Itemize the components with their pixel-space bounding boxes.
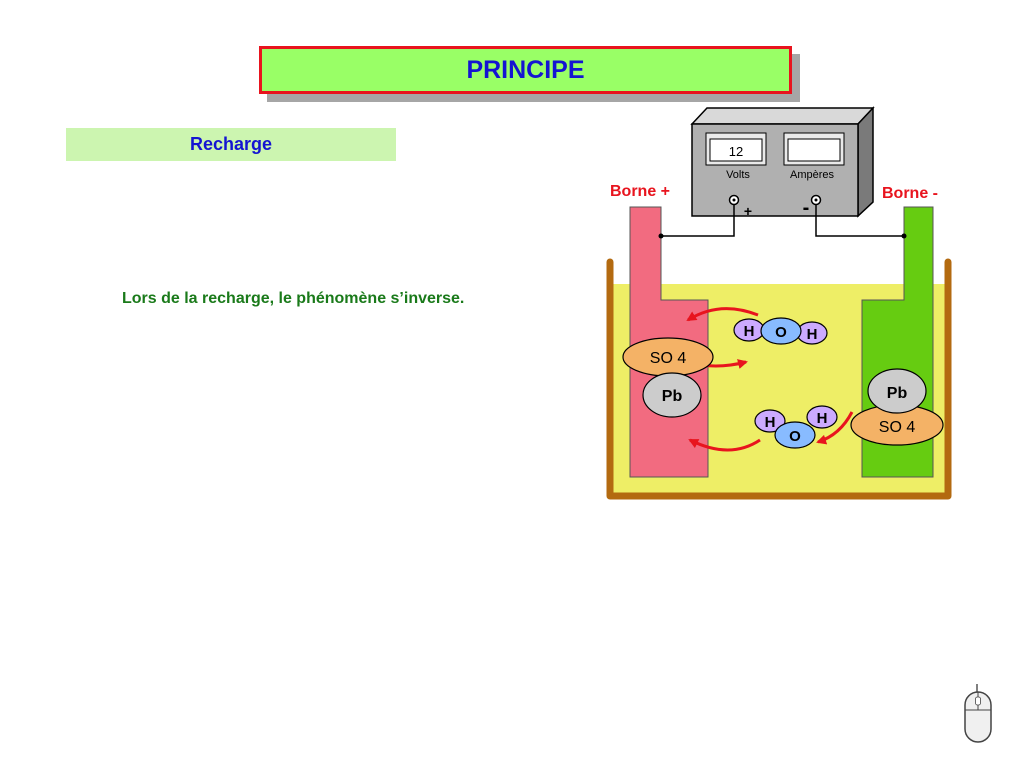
oxygen-label: O xyxy=(775,324,787,341)
section-header: Recharge xyxy=(66,128,396,161)
hydrogen-label: H xyxy=(765,414,776,431)
volts-display xyxy=(709,138,763,162)
mouse-icon[interactable] xyxy=(964,684,992,743)
oxygen-atom xyxy=(760,317,802,345)
hydrogen-label: H xyxy=(744,323,755,340)
description-text: Lors de la recharge, le phénomène s’inve… xyxy=(122,290,465,307)
hydrogen-label: H xyxy=(807,326,818,343)
title-box: PRINCIPE xyxy=(259,46,792,94)
negative-ions: Pb SO 4 xyxy=(850,368,944,446)
arrow-top-left xyxy=(686,307,759,322)
plus-sign: + xyxy=(744,203,752,219)
oxygen-label: O xyxy=(789,428,801,445)
hydrogen-atom xyxy=(754,409,786,433)
battery-tank xyxy=(606,258,952,500)
meter-side-face xyxy=(857,106,874,218)
meter-top-face xyxy=(690,107,875,125)
water-molecule-top: H H O xyxy=(733,317,828,345)
sulfate-label: SO 4 xyxy=(879,419,916,436)
amperes-display xyxy=(787,138,841,162)
hydrogen-label: H xyxy=(817,410,828,427)
sulfate-label: SO 4 xyxy=(650,350,687,367)
oxygen-atom xyxy=(774,421,816,449)
lead-atom xyxy=(867,368,927,414)
arrow-so4-in xyxy=(816,411,854,445)
arrow-bottom-left xyxy=(688,438,761,452)
hydrogen-atom xyxy=(806,405,838,429)
positive-terminal-label: Borne + xyxy=(610,183,670,200)
water-molecule-bottom: H H O xyxy=(754,405,838,449)
amperes-label: Ampères xyxy=(790,169,835,181)
lead-label: Pb xyxy=(662,388,683,405)
negative-terminal-label: Borne - xyxy=(882,185,938,202)
page-title: PRINCIPE xyxy=(466,55,585,84)
positive-ions: SO 4 Pb xyxy=(622,337,714,418)
lead-atom xyxy=(642,372,702,418)
volts-value: 12 xyxy=(729,144,743,159)
negative-wire xyxy=(815,205,904,237)
volts-label: Volts xyxy=(726,169,750,181)
section-title: Recharge xyxy=(189,134,273,154)
positive-wire xyxy=(661,205,735,237)
minus-sign: - xyxy=(803,197,810,219)
lead-label: Pb xyxy=(887,385,908,402)
voltmeter: 12 Volts Ampères + - xyxy=(690,106,875,219)
